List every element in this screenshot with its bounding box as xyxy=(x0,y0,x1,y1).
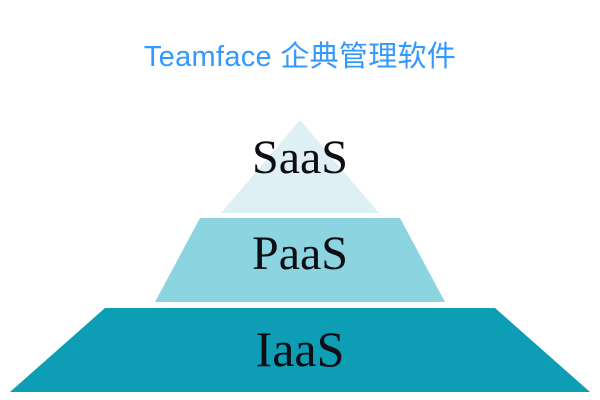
pyramid-layer-paas-shape[interactable] xyxy=(155,218,445,302)
pyramid-shapes xyxy=(10,120,590,392)
cloud-service-pyramid: SaaS PaaS IaaS xyxy=(0,108,600,400)
page-title: Teamface 企典管理软件 xyxy=(143,41,457,73)
pyramid-label-saas: SaaS xyxy=(252,131,348,184)
pyramid-label-iaas: IaaS xyxy=(255,321,345,377)
pyramid-layer-saas-shape[interactable] xyxy=(221,120,379,213)
pyramid-label-paas: PaaS xyxy=(252,227,348,280)
pyramid-layer-iaas-shape[interactable] xyxy=(10,308,590,392)
